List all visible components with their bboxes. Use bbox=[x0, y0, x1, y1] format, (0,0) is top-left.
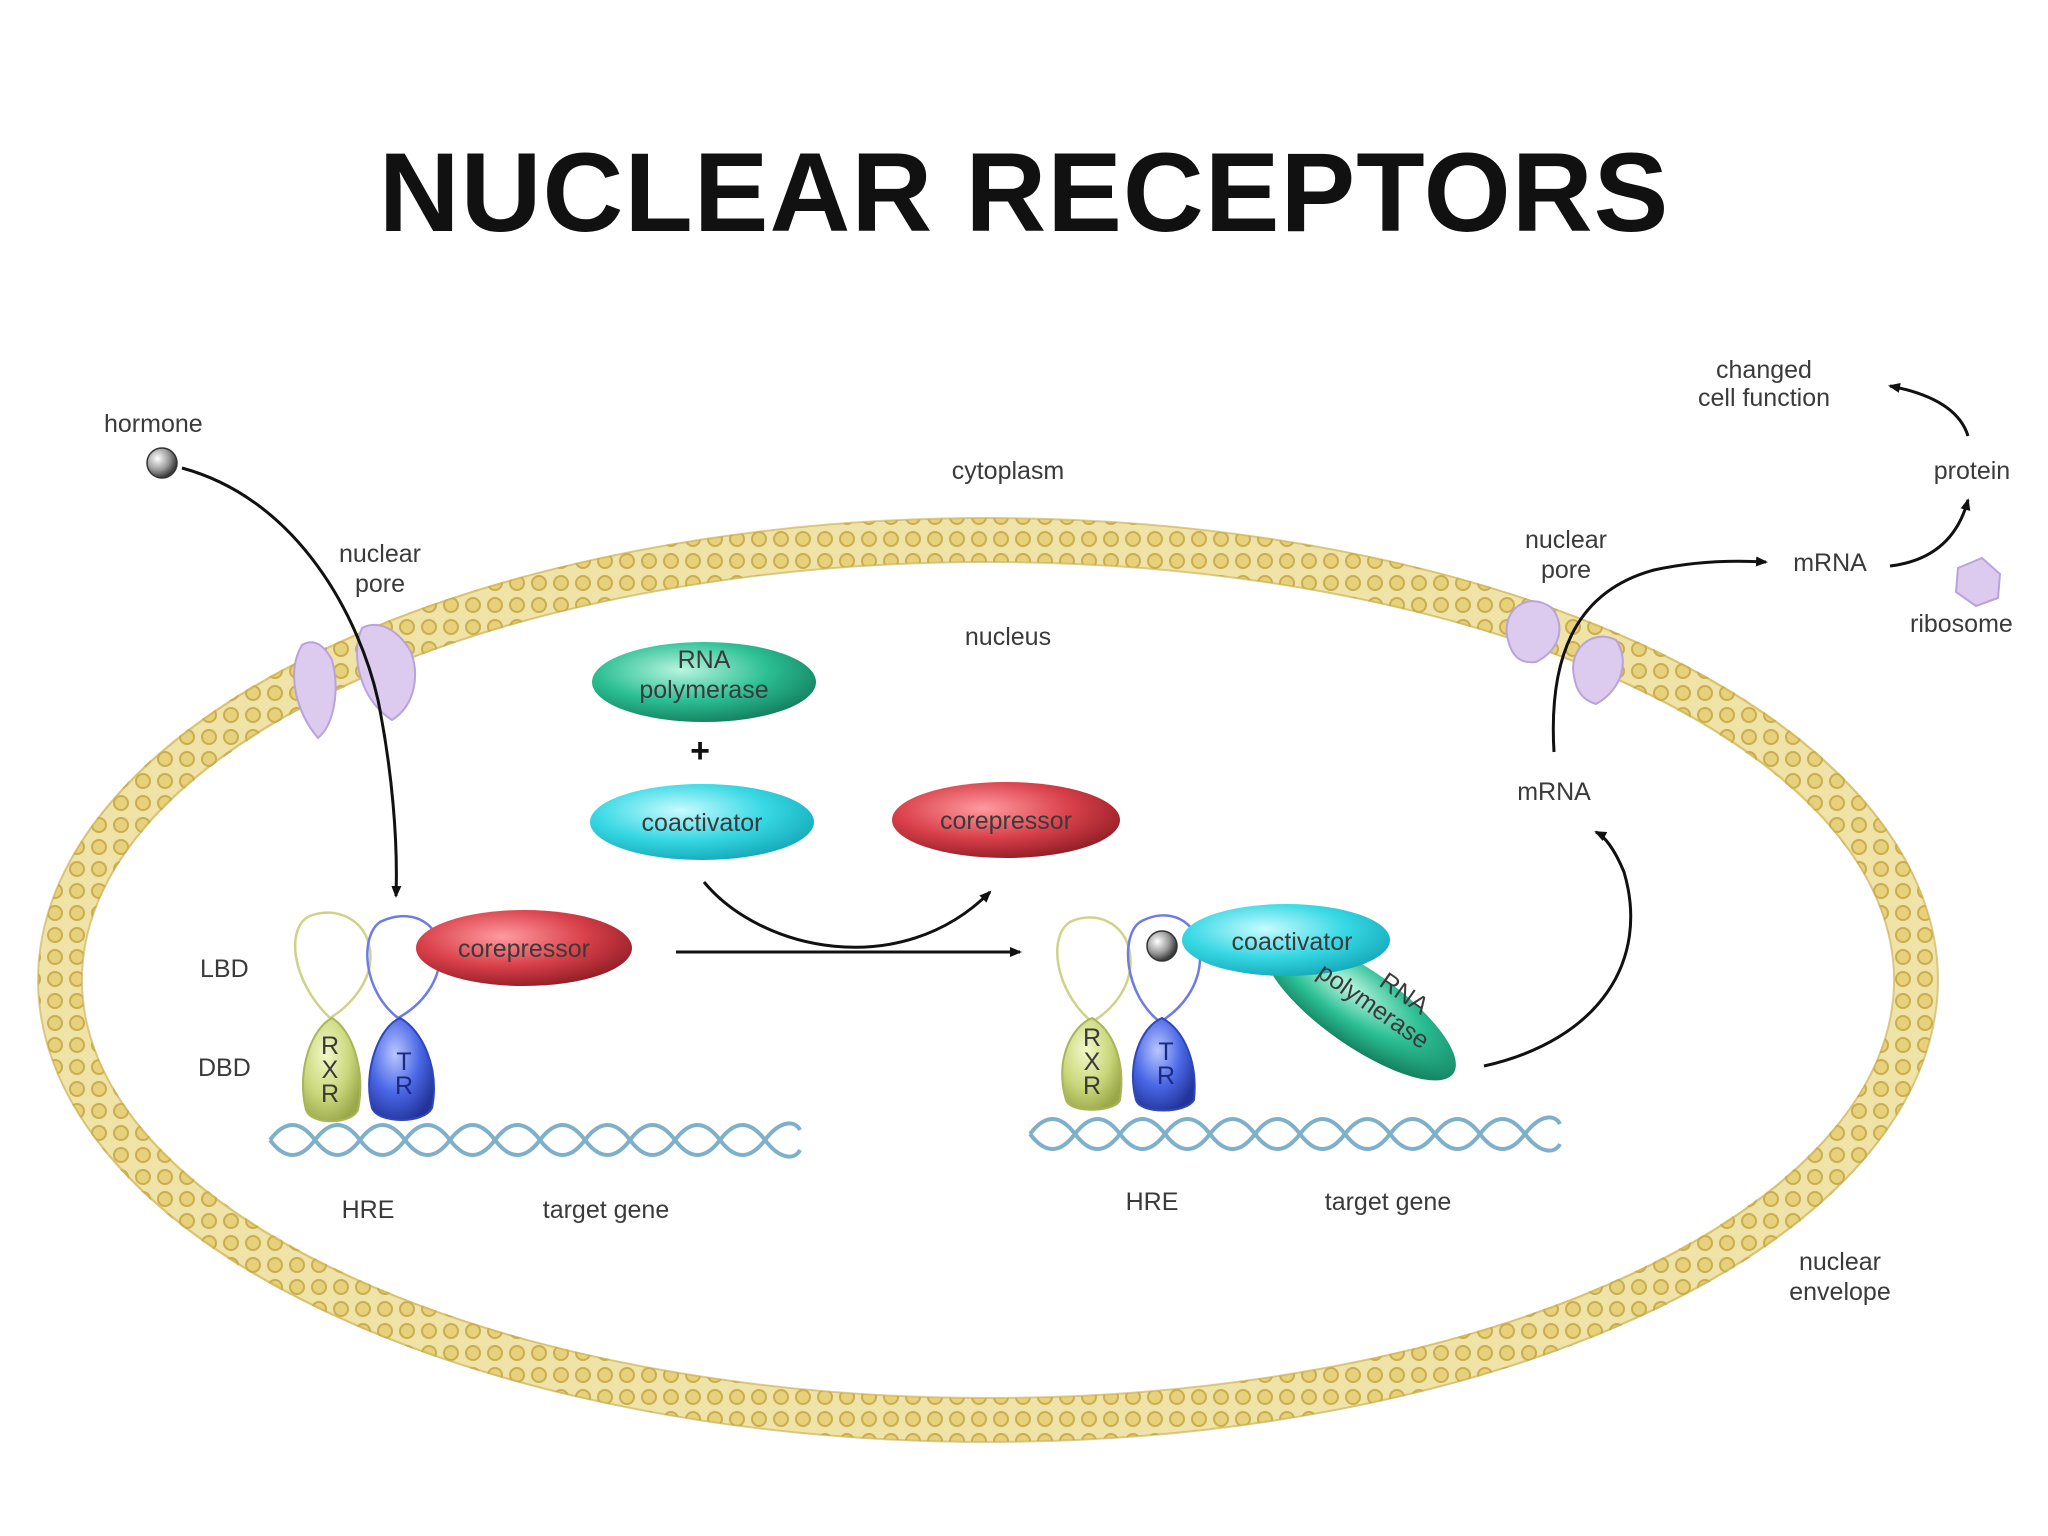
tr-letter-2: R bbox=[395, 1072, 413, 1100]
coactivator-bound-label: coactivator bbox=[1232, 928, 1353, 956]
hormone-label: hormone bbox=[104, 410, 203, 438]
nuclear-envelope-label-2: envelope bbox=[1789, 1278, 1890, 1306]
hre-right-label: HRE bbox=[1126, 1188, 1179, 1216]
corepressor-release-arrow bbox=[702, 881, 992, 949]
nuclear-pore-left-label-1: nuclear bbox=[339, 540, 421, 568]
changed-cell-function-label-2: cell function bbox=[1698, 384, 1830, 412]
nuclear-envelope bbox=[37, 517, 1939, 1443]
nuclear-pore-left-label-2: pore bbox=[355, 570, 405, 598]
protein-label: protein bbox=[1934, 457, 2010, 485]
target-gene-right-label: target gene bbox=[1325, 1188, 1452, 1216]
tr-letter-2-active: R bbox=[1157, 1062, 1175, 1090]
nuclear-envelope-label-1: nuclear bbox=[1799, 1248, 1881, 1276]
hormone-entry-arrow bbox=[181, 466, 402, 898]
corepressor-label: corepressor bbox=[940, 807, 1072, 835]
receptor-complex-active: R X R T R coactivator RNA polymerase bbox=[1056, 904, 1456, 1112]
hormone-ball bbox=[146, 447, 178, 479]
cytoplasm-label: cytoplasm bbox=[952, 457, 1065, 485]
plus-sign: + bbox=[690, 732, 710, 770]
hre-left-label: HRE bbox=[342, 1196, 395, 1224]
dbd-label: DBD bbox=[198, 1054, 251, 1082]
changed-cell-function-label-1: changed bbox=[1716, 356, 1812, 384]
rxr-letter-3-active: R bbox=[1083, 1072, 1101, 1100]
tr-dbd-active bbox=[1131, 1016, 1196, 1112]
tr-letter-1: T bbox=[396, 1048, 411, 1076]
bound-hormone bbox=[1146, 930, 1178, 962]
protein-function-arrow bbox=[1888, 382, 1970, 437]
rna-polymerase-label-1: RNA bbox=[678, 646, 731, 674]
tr-letter-1-active: T bbox=[1158, 1038, 1173, 1066]
nuclear-pore-right-label-2: pore bbox=[1541, 556, 1591, 584]
mrna-nucleus-label: mRNA bbox=[1517, 778, 1591, 806]
rna-polymerase-label-2: polymerase bbox=[639, 676, 768, 704]
nuclear-pore-left bbox=[293, 623, 417, 740]
corepressor-bound bbox=[416, 910, 632, 986]
tr-lbd-loop bbox=[366, 914, 442, 1020]
mrna-cytoplasm-label: mRNA bbox=[1793, 549, 1867, 577]
lbd-label: LBD bbox=[200, 955, 249, 983]
rna-polymerase-free: RNA polymerase bbox=[592, 642, 816, 722]
receptor-complex-repressed: R X R T R corepressor bbox=[293, 910, 632, 1123]
nucleus-label: nucleus bbox=[965, 623, 1051, 651]
rxr-lbd-loop bbox=[293, 911, 372, 1020]
coactivator-free: coactivator bbox=[590, 784, 814, 860]
ribosome-shape bbox=[1954, 556, 2002, 608]
translation-arrow bbox=[1889, 498, 1971, 568]
slide-title: NUCLEAR RECEPTORS bbox=[378, 130, 1670, 255]
nuclear-pore-right-label-1: nuclear bbox=[1525, 526, 1607, 554]
rxr-dbd-active bbox=[1061, 1016, 1123, 1111]
nuclear-pore-right bbox=[1505, 600, 1624, 706]
ribosome-label: ribosome bbox=[1910, 610, 2013, 638]
rxr-letter-2-active: X bbox=[1084, 1048, 1101, 1076]
target-gene-left-label: target gene bbox=[543, 1196, 670, 1224]
corepressor-free: corepressor bbox=[892, 782, 1120, 858]
rxr-letter-1-active: R bbox=[1083, 1024, 1101, 1052]
mrna-export-arrow bbox=[1551, 556, 1768, 753]
coactivator-bound bbox=[1182, 904, 1390, 976]
dna-helix-right bbox=[1028, 1115, 1562, 1153]
rxr-dbd bbox=[301, 1016, 362, 1123]
rxr-letter-1: R bbox=[321, 1032, 339, 1060]
dna-helix-left bbox=[268, 1121, 802, 1159]
rxr-letter-3: R bbox=[321, 1080, 339, 1108]
tr-dbd bbox=[368, 1016, 435, 1121]
rxr-letter-2: X bbox=[322, 1056, 339, 1084]
coactivator-label: coactivator bbox=[642, 809, 763, 837]
rxr-lbd-loop-active bbox=[1056, 916, 1132, 1024]
tr-lbd-loop-active bbox=[1126, 914, 1202, 1024]
corepressor-bound-label: corepressor bbox=[458, 935, 590, 963]
transcription-arrow bbox=[1483, 830, 1633, 1068]
